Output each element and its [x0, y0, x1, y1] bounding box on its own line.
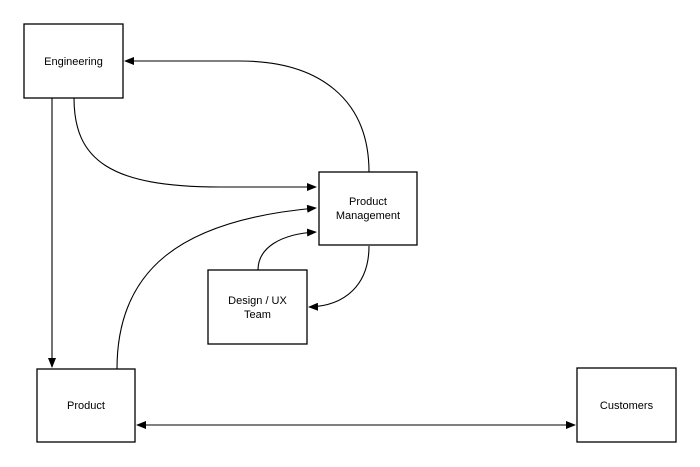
node-product-management-box: [318, 171, 418, 246]
edge-product-management-to-design-ux: [308, 245, 370, 311]
node-product-label: Product: [67, 400, 105, 412]
node-design-ux-team-label-line2: Team: [244, 309, 271, 321]
node-product[interactable]: Product: [36, 368, 136, 443]
edge-product-to-product-management: [116, 204, 317, 370]
edge-engineering-to-product-management: [73, 97, 317, 191]
node-product-management-label-line2: Management: [336, 210, 400, 222]
node-engineering-box: [23, 23, 124, 99]
node-product-management[interactable]: Product Management: [318, 171, 418, 246]
node-product-management-label-line1: Product: [349, 196, 387, 208]
node-customers-label: Customers: [600, 400, 654, 412]
edges: [48, 57, 576, 429]
node-design-ux-team-box: [207, 269, 308, 345]
node-engineering[interactable]: Engineering: [23, 23, 124, 99]
node-engineering-label: Engineering: [44, 56, 103, 68]
node-customers-box: [576, 367, 677, 443]
edge-product-management-to-engineering: [124, 57, 370, 173]
node-customers[interactable]: Customers: [576, 367, 677, 443]
edge-design-ux-to-product-management: [257, 228, 317, 271]
node-product-box: [36, 368, 136, 443]
node-design-ux-team[interactable]: Design / UX Team: [207, 269, 308, 345]
node-design-ux-team-label-line1: Design / UX: [228, 295, 287, 307]
